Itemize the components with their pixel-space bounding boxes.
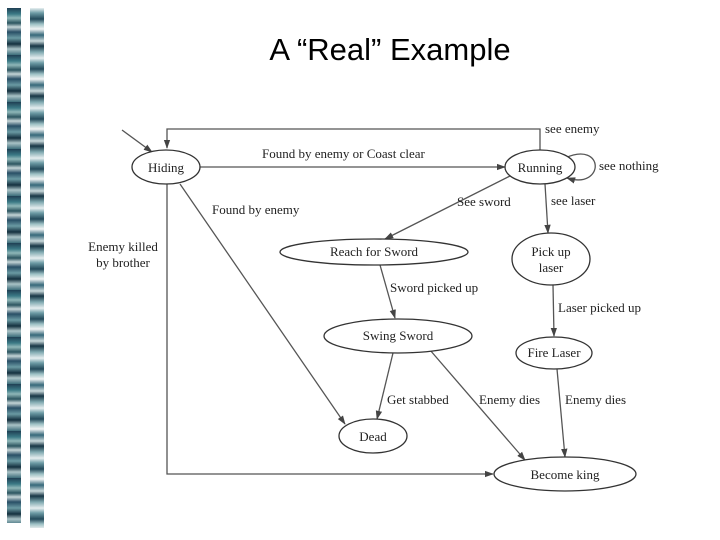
edge-running-self-loop — [564, 153, 596, 184]
state-dead: Dead — [338, 418, 408, 454]
state-dead-label: Dead — [359, 429, 387, 444]
transition-label-laser-picked-up: Laser picked up — [558, 300, 641, 315]
state-reach-for-sword: Reach for Sword — [279, 238, 469, 266]
edge-running-to-hiding-see-enemy — [163, 128, 541, 152]
transition-label-see-nothing: see nothing — [599, 158, 659, 173]
edge-hiding-to-become-king — [166, 184, 494, 478]
state-fire-laser: Fire Laser — [515, 336, 593, 370]
transition-label-enemy-dies-sword: Enemy dies — [479, 392, 540, 407]
transition-label-sword-picked-up: Sword picked up — [390, 280, 478, 295]
state-hiding-label: Hiding — [148, 160, 185, 175]
edge-swing-sword-to-dead — [375, 352, 394, 420]
transition-label-enemy-killed-line1: Enemy killed — [88, 239, 158, 254]
transition-label-enemy-killed-line2: by brother — [96, 255, 150, 270]
edge-pick-up-laser-to-fire-laser — [550, 284, 558, 337]
state-become-king-label: Become king — [531, 467, 600, 482]
transition-label-see-enemy: see enemy — [545, 121, 600, 136]
state-running: Running — [504, 149, 576, 185]
transition-label-found-by-enemy: Found by enemy — [212, 202, 300, 217]
edge-swing-sword-to-become-king — [429, 349, 526, 461]
state-pick-up-laser-label-line1: Pick up — [531, 244, 570, 259]
edge-hiding-to-dead — [179, 183, 346, 425]
edge-reach-sword-to-swing-sword — [379, 264, 396, 319]
transition-label-see-laser: see laser — [551, 193, 596, 208]
state-swing-sword-label: Swing Sword — [363, 328, 434, 343]
state-hiding: Hiding — [131, 149, 201, 185]
edge-running-to-reach-sword — [384, 174, 513, 240]
transition-label-see-sword: See sword — [457, 194, 511, 209]
state-become-king: Become king — [493, 456, 637, 492]
transition-label-enemy-dies-laser: Enemy dies — [565, 392, 626, 407]
decorative-strip-left — [7, 8, 21, 523]
decorative-strip-right — [30, 8, 44, 528]
state-pick-up-laser: Pick up laser — [511, 232, 591, 286]
transition-label-found-or-coast-clear: Found by enemy or Coast clear — [262, 146, 425, 161]
state-swing-sword: Swing Sword — [323, 318, 473, 354]
state-reach-for-sword-label: Reach for Sword — [330, 244, 419, 259]
state-running-label: Running — [518, 160, 563, 175]
state-fire-laser-label: Fire Laser — [527, 345, 581, 360]
edge-fire-laser-to-become-king — [556, 368, 568, 458]
edge-running-to-pick-up-laser — [544, 183, 551, 234]
edge-start-to-hiding — [121, 129, 153, 153]
transition-label-get-stabbed: Get stabbed — [387, 392, 449, 407]
slide-title: A “Real” Example — [269, 32, 511, 67]
state-pick-up-laser-label-line2: laser — [539, 260, 564, 275]
